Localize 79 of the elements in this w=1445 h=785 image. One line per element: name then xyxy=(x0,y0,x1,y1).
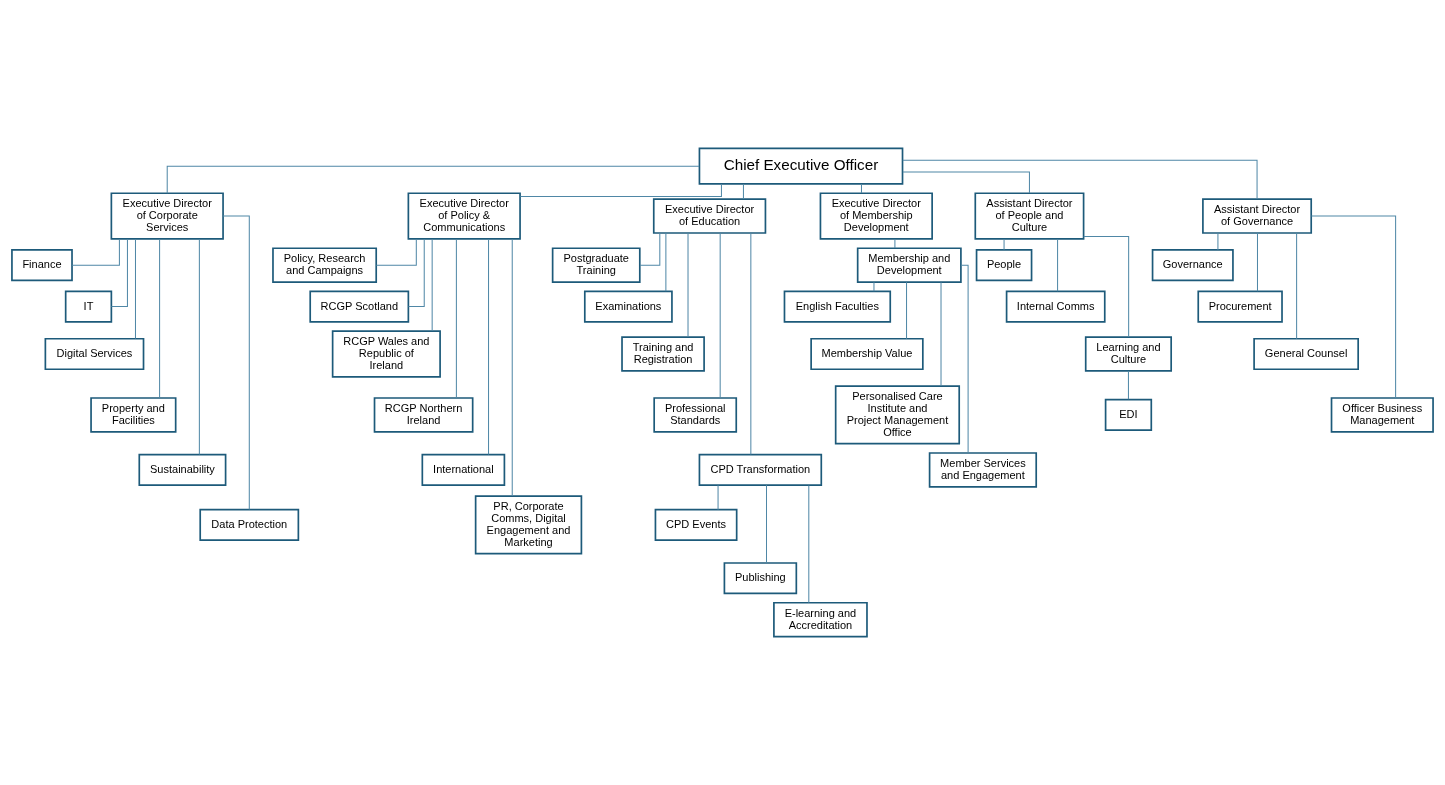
node-box: English Faculties xyxy=(783,290,892,323)
node-box: Learning and Culture xyxy=(1084,336,1172,372)
node-box: Member Services and Engagement xyxy=(928,452,1038,488)
node-box: EDI xyxy=(1104,398,1153,431)
connector xyxy=(455,238,457,399)
node-box: General Counsel xyxy=(1253,337,1359,371)
connector xyxy=(198,238,200,456)
node-box: RCGP Wales and Republic of Ireland xyxy=(331,330,441,378)
node-box: International xyxy=(421,453,506,486)
node-box: Professional Standards xyxy=(653,397,738,433)
connector xyxy=(902,159,1258,200)
node-box: Property and Facilities xyxy=(90,397,177,433)
connector xyxy=(742,183,744,200)
node-box: People xyxy=(975,249,1033,282)
connector xyxy=(750,232,752,456)
connector xyxy=(894,238,896,249)
node-box: Examinations xyxy=(583,290,673,323)
node-box: Assistant Director of Governance xyxy=(1202,198,1313,234)
connector xyxy=(766,484,767,564)
connector xyxy=(665,232,667,292)
node-box: Executive Director of Corporate Services xyxy=(110,192,224,240)
connector xyxy=(1003,238,1005,251)
node-box: Policy, Research and Campaigns xyxy=(272,247,378,283)
node-box: Postgraduate Training xyxy=(551,247,641,283)
connector xyxy=(71,238,120,266)
connector xyxy=(431,238,433,332)
node-box: Assistant Director of People and Culture xyxy=(974,192,1085,240)
node-box: Officer Business Management xyxy=(1330,397,1434,433)
node-box: Membership Value xyxy=(810,337,924,371)
connector xyxy=(902,171,1030,194)
node-box: IT xyxy=(64,290,113,323)
connector xyxy=(1296,232,1298,340)
connector xyxy=(808,484,810,604)
connector xyxy=(1127,370,1129,400)
connector xyxy=(166,165,700,194)
connector xyxy=(639,232,661,266)
node-box: Executive Director of Policy & Communications xyxy=(407,192,521,240)
node-box: Governance xyxy=(1151,249,1234,282)
node-box: Training and Registration xyxy=(621,336,705,372)
node-box: PR, Corporate Comms, Digital Engagement and Marketing xyxy=(474,495,583,555)
node-box: Digital Services xyxy=(44,337,145,371)
node-box: Publishing xyxy=(723,562,798,595)
node-box: RCGP Scotland xyxy=(309,290,410,323)
node-box: Chief Executive Officer xyxy=(698,147,904,185)
connector xyxy=(375,238,417,266)
connector xyxy=(519,183,722,198)
node-box: Membership and Development xyxy=(856,247,962,283)
node-box: E-learning and Accreditation xyxy=(773,601,868,638)
node-box: Executive Director of Education xyxy=(652,198,767,234)
connector xyxy=(134,238,136,340)
connector xyxy=(1256,232,1258,292)
node-box: CPD Transformation xyxy=(698,453,823,486)
connector xyxy=(110,238,128,308)
connector xyxy=(1083,235,1130,338)
connector xyxy=(687,232,689,338)
node-box: Data Protection xyxy=(199,508,300,541)
connector xyxy=(488,238,490,456)
connector xyxy=(940,281,942,387)
node-box: Sustainability xyxy=(138,453,227,486)
connector xyxy=(717,484,719,511)
connector xyxy=(873,281,875,292)
node-box: CPD Events xyxy=(654,508,738,541)
node-box: Finance xyxy=(11,249,73,282)
node-box: Internal Comms xyxy=(1005,290,1106,323)
connector xyxy=(222,215,250,511)
connector xyxy=(511,238,513,497)
node-box: Executive Director of Membership Development xyxy=(819,192,933,240)
connector xyxy=(960,264,969,454)
connector xyxy=(1310,215,1397,399)
connector xyxy=(1057,238,1059,292)
connector xyxy=(408,238,425,308)
node-box: Personalised Care Institute and Project Management Office xyxy=(834,385,961,445)
connector xyxy=(159,238,161,399)
connector xyxy=(906,281,908,340)
connector xyxy=(860,183,862,194)
connector xyxy=(719,232,721,399)
connector xyxy=(1217,232,1219,251)
node-box: RCGP Northern Ireland xyxy=(373,397,474,433)
node-box: Procurement xyxy=(1197,290,1283,323)
